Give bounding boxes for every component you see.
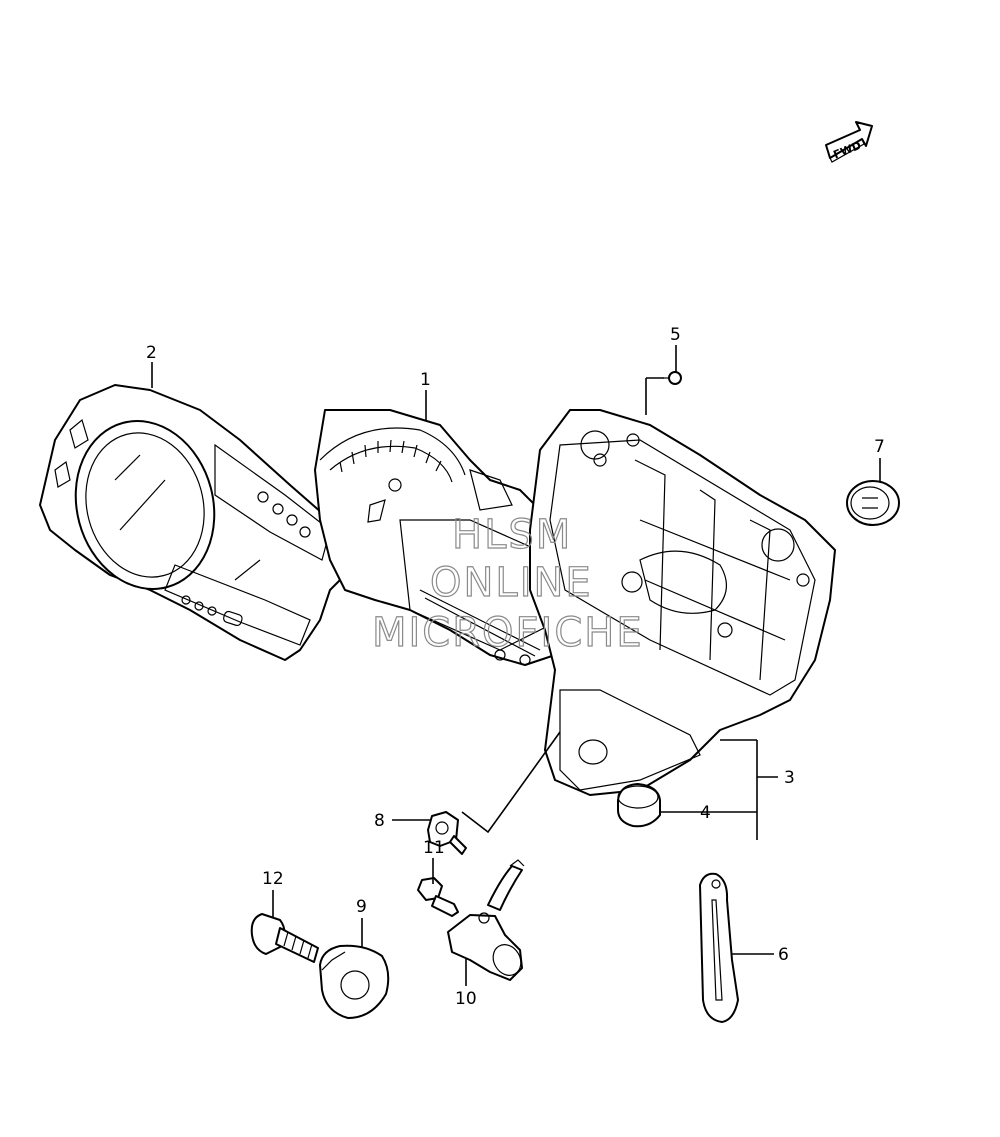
callout-9: 9	[356, 897, 367, 917]
callout-1: 1	[420, 370, 431, 390]
callout-4: 4	[700, 803, 711, 823]
part-8-bolt[interactable]	[427, 811, 467, 855]
part-5-screw[interactable]	[663, 371, 682, 385]
callout-7: 7	[874, 437, 885, 457]
part-2-meter-cover[interactable]	[39, 384, 356, 661]
part-10-speed-sensor[interactable]	[447, 859, 526, 981]
part-9-collar[interactable]	[319, 944, 390, 1019]
callout-11: 11	[423, 838, 445, 858]
part-3-meter-case[interactable]	[529, 409, 836, 796]
part-11-screw[interactable]	[417, 877, 459, 917]
part-4-cushion[interactable]	[617, 783, 661, 828]
watermark-line-2: ONLINE	[430, 560, 593, 606]
leader-lines	[151, 345, 881, 986]
fwd-arrow-icon: FWD	[825, 121, 873, 163]
watermark-line-3: MICROFICHE	[372, 610, 644, 656]
callout-8: 8	[374, 811, 385, 831]
part-12-bolt[interactable]	[250, 913, 319, 963]
callout-12: 12	[262, 869, 284, 889]
callout-6: 6	[778, 945, 789, 965]
callout-2: 2	[146, 343, 157, 363]
watermark: HLSM ONLINE MICROFICHE	[371, 511, 644, 656]
callout-10: 10	[455, 989, 477, 1009]
callout-labels: 2 1 5 7 3 4 8 11 12 9 6 10	[146, 325, 885, 1009]
part-7-grommet[interactable]	[846, 480, 900, 526]
callout-5: 5	[670, 325, 681, 345]
watermark-line-1: HLSM	[452, 512, 572, 558]
callout-3: 3	[784, 768, 795, 788]
part-6-band[interactable]	[699, 872, 739, 1023]
